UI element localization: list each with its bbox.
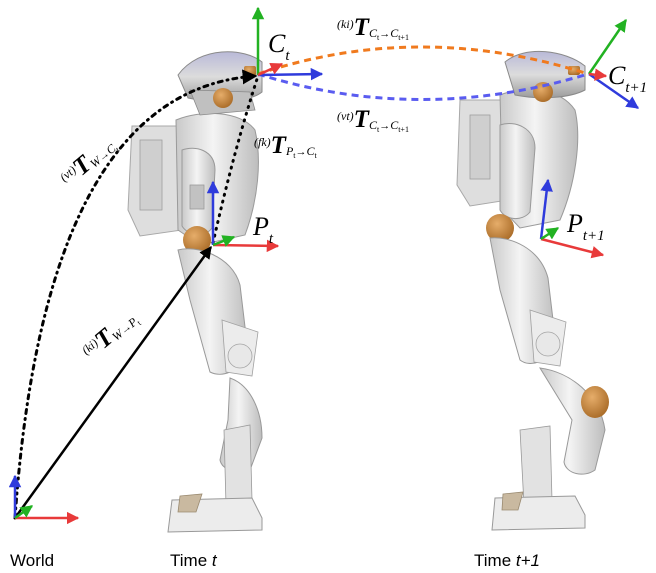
frame-c-t bbox=[251, 6, 324, 81]
label-vt-camera-transform: (vt)TCt→Ct+1 bbox=[337, 106, 409, 134]
label-p-t: Pt bbox=[252, 212, 274, 247]
label-p-t1: Pt+1 bbox=[566, 209, 605, 244]
caption-time-t: Time t bbox=[170, 551, 218, 570]
label-c-t1: Ct+1 bbox=[608, 61, 647, 96]
caption-time-t1: Time t+1 bbox=[474, 551, 540, 570]
label-ki-camera-transform: (ki)TCt→Ct+1 bbox=[337, 14, 409, 42]
label-c-t: Ct bbox=[268, 29, 290, 64]
label-ki-world-pelvis: (ki)TW→Pt bbox=[77, 304, 143, 366]
frame-p-t1 bbox=[539, 178, 605, 259]
curve-vt-world-to-camera bbox=[13, 69, 258, 520]
curve-vt-camera-t-to-t1 bbox=[257, 72, 589, 101]
arrow-ki-world-to-pelvis bbox=[13, 245, 213, 519]
caption-world: World bbox=[10, 551, 54, 570]
curve-fk-pelvis-to-camera bbox=[211, 74, 260, 245]
robot-time-t bbox=[127, 51, 263, 533]
label-vt-world-camera: (vt)TW→Ct bbox=[55, 130, 122, 193]
curve-ki-camera-t-to-t1 bbox=[257, 45, 589, 76]
frame-c-t1 bbox=[587, 18, 640, 110]
label-fk-pelvis-camera: (fk)TPt→Ct bbox=[254, 132, 318, 160]
frame-world bbox=[8, 474, 80, 525]
robot-time-t1 bbox=[456, 50, 609, 531]
frame-p-t bbox=[206, 180, 280, 253]
